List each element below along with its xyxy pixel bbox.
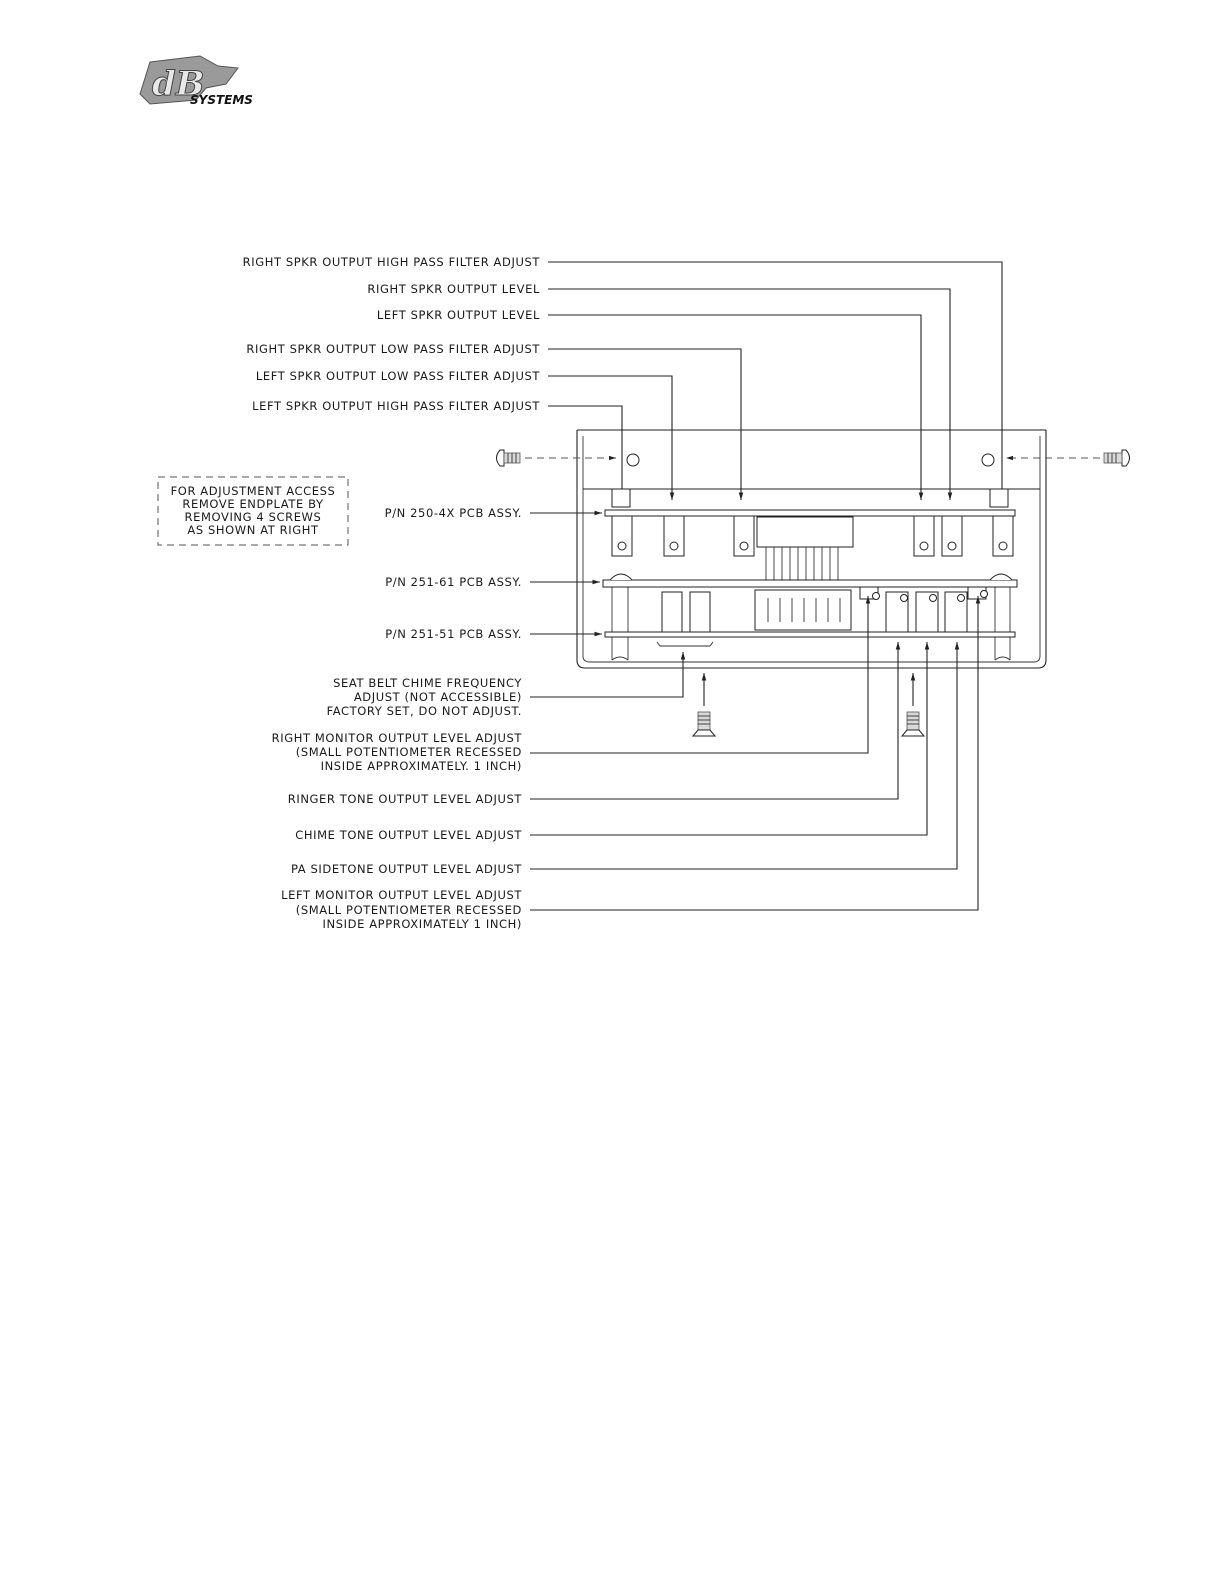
callout-label: LEFT MONITOR OUTPUT LEVEL ADJUST (281, 888, 522, 902)
note-line: REMOVE ENDPLATE BY (182, 497, 324, 511)
logo-letters: dB (152, 64, 205, 104)
bottom-callouts: SEAT BELT CHIME FREQUENCY ADJUST (NOT AC… (272, 596, 981, 931)
top-callouts: RIGHT SPKR OUTPUT HIGH PASS FILTER ADJUS… (243, 255, 1005, 500)
leader-line (530, 642, 960, 870)
pcb-label: P/N 250-4X PCB ASSY. (385, 506, 522, 520)
callout-label: RIGHT SPKR OUTPUT HIGH PASS FILTER ADJUS… (243, 255, 541, 269)
screw-bottom-right (900, 673, 926, 737)
pcb-250-4x (604, 488, 1016, 557)
logo-subtitle: SYSTEMS (190, 93, 253, 107)
company-logo: dB SYSTEMS (139, 55, 253, 107)
pcb-251-61 (602, 573, 1018, 660)
note-line: AS SHOWN AT RIGHT (187, 523, 319, 537)
leader-line (548, 261, 1005, 500)
pcb-label: P/N 251-61 PCB ASSY. (385, 575, 522, 589)
leader-line (548, 288, 953, 500)
pcb-labels: P/N 250-4X PCB ASSY. P/N 251-61 PCB ASSY… (385, 506, 602, 641)
pcb-251-51 (604, 631, 1016, 661)
note-box (157, 476, 349, 546)
callout-label: LEFT SPKR OUTPUT LEVEL (377, 308, 540, 322)
screw-bottom-left (691, 673, 717, 737)
callout-label: RIGHT MONITOR OUTPUT LEVEL ADJUST (272, 731, 523, 745)
callout-label: CHIME TONE OUTPUT LEVEL ADJUST (295, 828, 522, 842)
leader-line (548, 348, 744, 500)
screw-hole (626, 453, 640, 467)
callout-label: PA SIDETONE OUTPUT LEVEL ADJUST (291, 862, 522, 876)
callout-label: RIGHT SPKR OUTPUT LOW PASS FILTER ADJUST (246, 342, 540, 356)
leader-line (530, 642, 901, 800)
note-line: REMOVING 4 SCREWS (185, 510, 322, 524)
leader-line (530, 596, 871, 754)
callout-label: RIGHT SPKR OUTPUT LEVEL (367, 282, 540, 296)
leader-line (548, 314, 924, 500)
callout-label: ADJUST (NOT ACCESSIBLE) (354, 690, 522, 704)
leader-line (548, 375, 675, 500)
callout-label: RINGER TONE OUTPUT LEVEL ADJUST (288, 792, 523, 806)
note-line: FOR ADJUSTMENT ACCESS (171, 484, 336, 498)
leader-line (530, 652, 686, 698)
ribbon-connector (756, 516, 854, 548)
ribbon-connector (754, 589, 852, 631)
leader-line (548, 405, 625, 500)
enclosure (576, 429, 1047, 669)
screw-right (1103, 449, 1130, 467)
callout-label: FACTORY SET, DO NOT ADJUST. (327, 704, 522, 718)
leader-line (530, 596, 981, 911)
callout-label: (SMALL POTENTIOMETER RECESSED (296, 903, 522, 917)
adjustment-note: FOR ADJUSTMENT ACCESS REMOVE ENDPLATE BY… (157, 476, 349, 546)
callout-label: SEAT BELT CHIME FREQUENCY (333, 676, 522, 690)
screw-left (496, 449, 521, 467)
callout-label: LEFT SPKR OUTPUT HIGH PASS FILTER ADJUST (252, 399, 540, 413)
ribbon-cable (765, 547, 839, 580)
screw-hole (981, 453, 995, 467)
callout-label: INSIDE APPROXIMATELY 1 INCH) (323, 917, 522, 931)
callout-label: INSIDE APPROXIMATELY. 1 INCH) (321, 759, 522, 773)
callout-label: LEFT SPKR OUTPUT LOW PASS FILTER ADJUST (256, 369, 541, 383)
callout-label: (SMALL POTENTIOMETER RECESSED (296, 745, 522, 759)
leader-line (530, 642, 930, 836)
pcb-label: P/N 251-51 PCB ASSY. (385, 627, 522, 641)
